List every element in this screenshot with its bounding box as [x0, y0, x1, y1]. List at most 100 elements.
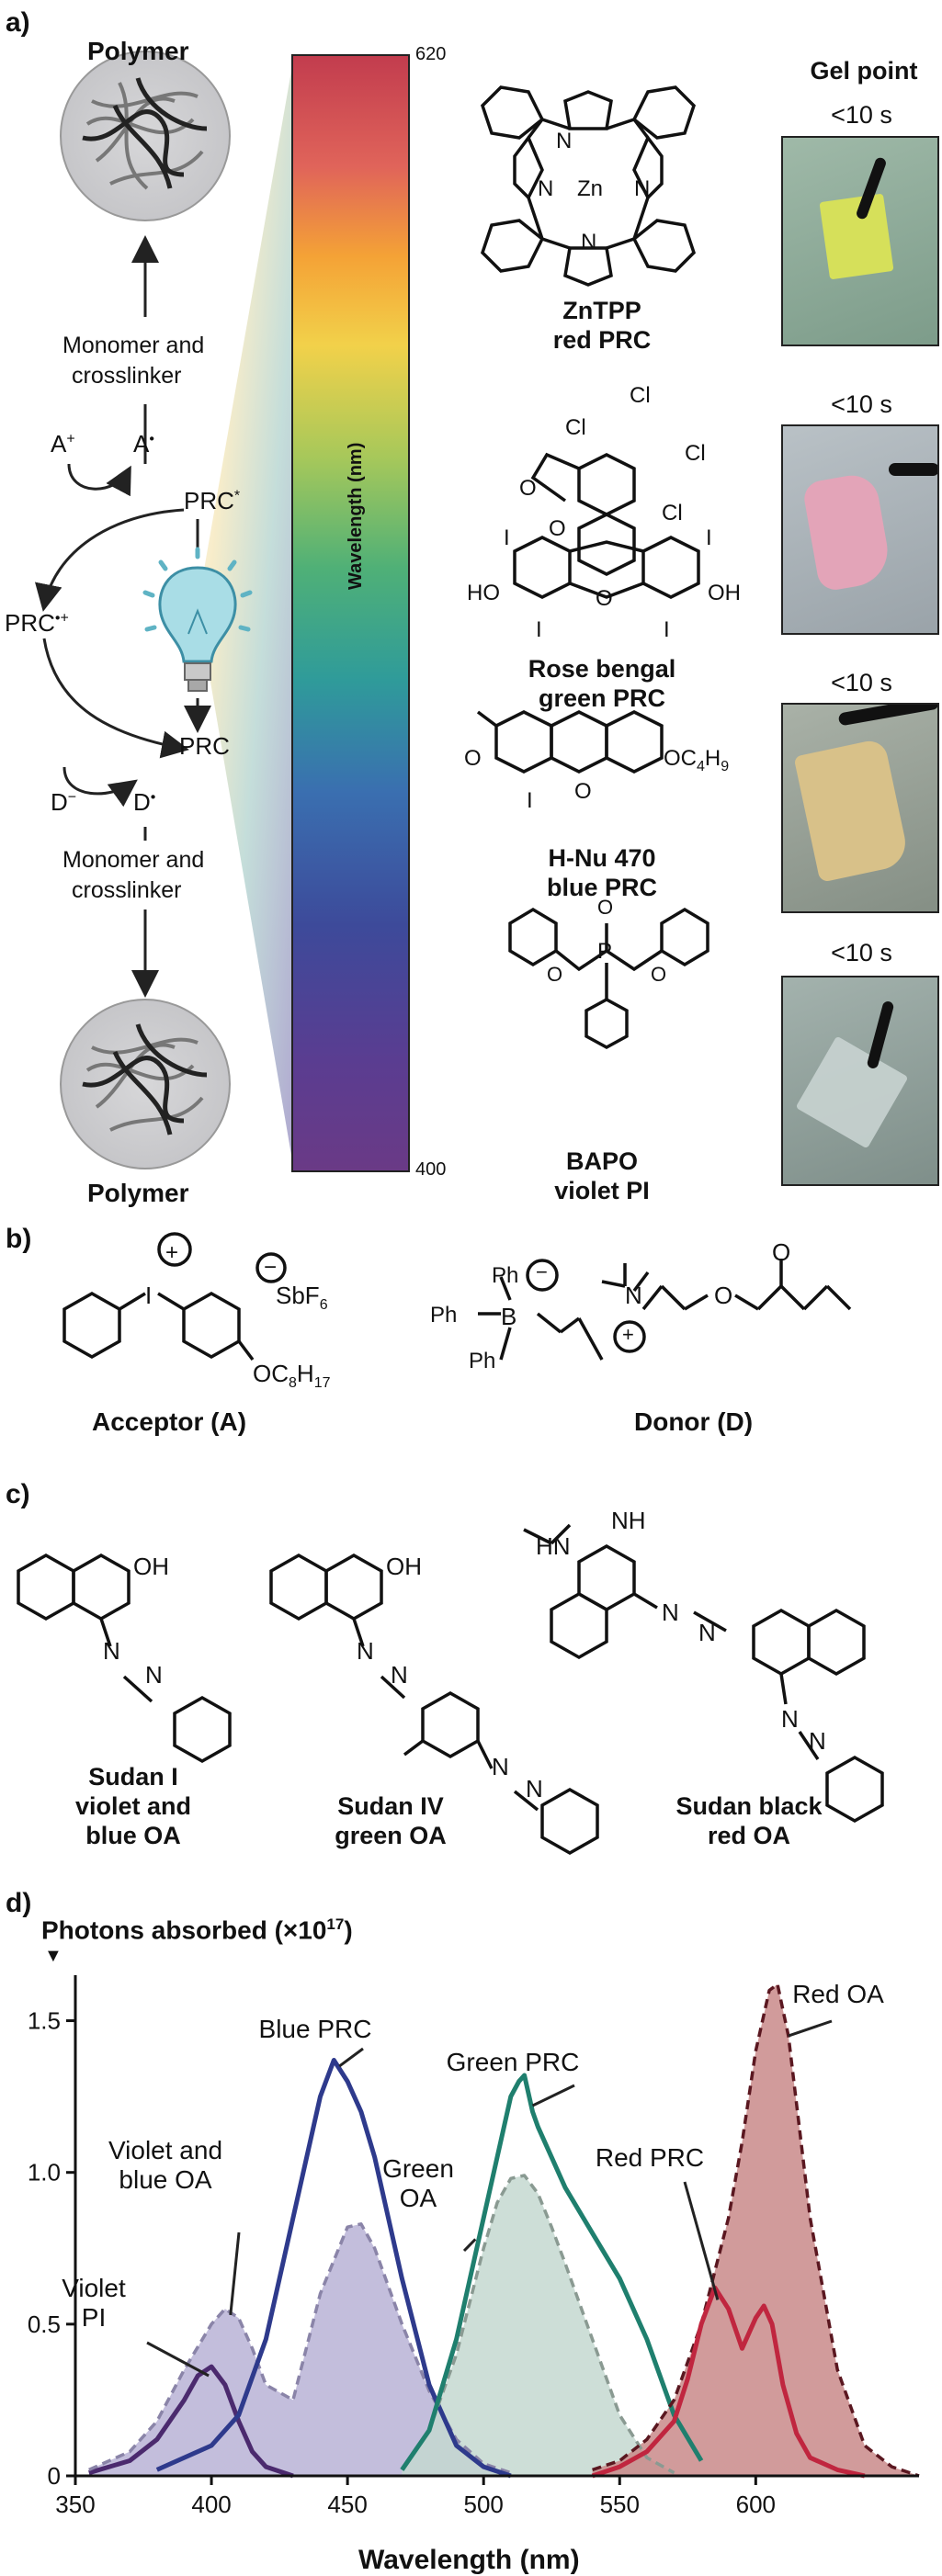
hnu-i: I	[527, 788, 533, 813]
donor-ph-left: Ph	[430, 1303, 458, 1328]
monomer-bottom-line1: Monomer and	[62, 847, 205, 873]
annotation-label: Green	[382, 2154, 454, 2183]
zntpp-n-top: N	[556, 129, 573, 153]
series-line-green-prc	[400, 2073, 704, 2471]
sudanb-n3: N	[781, 1705, 799, 1733]
donor-o-ester: O	[714, 1282, 733, 1309]
y-tick-label: 1.0	[28, 2159, 61, 2186]
rb-ho: HO	[467, 581, 500, 605]
panel-a-label: a)	[6, 7, 30, 38]
series-line-green-oa	[400, 2174, 675, 2475]
donor-plus-circle	[613, 1320, 646, 1353]
y-axis-arrow-icon: ▼	[44, 1946, 62, 1966]
annotation-label: OA	[400, 2184, 437, 2212]
sudanb-n4: N	[809, 1727, 826, 1755]
prc-ground-label: PRC	[179, 732, 230, 760]
x-tick-label: 600	[736, 2491, 776, 2518]
sudanb-n2: N	[698, 1619, 716, 1646]
chart-y-axis-title: Photons absorbed (×1017)	[41, 1915, 353, 1945]
series-line-blue-prc	[155, 2058, 512, 2479]
bapo-structure	[508, 907, 709, 1049]
panel-b-structures	[62, 1232, 852, 1361]
donor-minus: −	[536, 1260, 548, 1283]
polymer-ball-bottom	[60, 999, 231, 1169]
panel-c-structures	[17, 1523, 884, 1856]
zntpp-structure	[480, 85, 697, 287]
spectrum-top-value: 620	[415, 44, 447, 64]
rb-oh: OH	[708, 581, 741, 605]
rb-i-2: I	[706, 525, 712, 550]
rb-cl-1: Cl	[630, 383, 651, 408]
sudan4-n4: N	[526, 1775, 543, 1802]
donor-n: N	[625, 1282, 642, 1309]
donor-ph-top: Ph	[492, 1263, 519, 1288]
prc-cation-label: PRC•+	[5, 609, 69, 637]
rb-i-4: I	[664, 617, 670, 642]
sudan4-n2: N	[391, 1661, 408, 1689]
sudan4-n3: N	[492, 1753, 509, 1780]
acceptor-minus-circle	[255, 1252, 287, 1283]
acceptor-minus: −	[264, 1255, 278, 1280]
hnu470-structure	[476, 710, 664, 774]
annotation-label: Green PRC	[447, 2048, 580, 2076]
prc-excited-label: PRC*	[184, 487, 241, 514]
sudan4-n1: N	[357, 1637, 374, 1665]
donor-minus-circle	[526, 1259, 559, 1292]
d-radical-label: D•	[133, 788, 156, 816]
monomer-bottom-line2: crosslinker	[72, 877, 182, 903]
hnu-o-ring: O	[574, 779, 592, 804]
x-tick-label: 450	[327, 2491, 367, 2518]
annotation-label: Violet and	[108, 2136, 222, 2164]
annotation-pointer	[462, 2238, 477, 2253]
sudan4-oh: OH	[386, 1553, 422, 1580]
rb-cl-4: Cl	[662, 501, 683, 525]
bapo-o-left: O	[547, 963, 563, 986]
donor-o-carbonyl: O	[772, 1238, 791, 1266]
rb-i-1: I	[504, 525, 510, 550]
a-radical-label: A•	[133, 430, 154, 458]
gel-time-4: <10 s	[831, 939, 892, 966]
annotation-label: Violet	[62, 2274, 126, 2302]
sudanb-n1: N	[662, 1599, 679, 1626]
sudan1-n2: N	[145, 1661, 163, 1689]
sudanb-nh: NH	[611, 1507, 646, 1534]
donor-ph-bottom: Ph	[469, 1349, 496, 1373]
annotation-label: PI	[82, 2303, 106, 2332]
acceptor-oc8h17: OC8H17	[253, 1360, 331, 1392]
panel-d-label: d)	[6, 1888, 32, 1918]
annotation-label: Red OA	[792, 1980, 884, 2008]
annotation-pointer	[338, 2047, 364, 2068]
series-area-green-oa	[402, 2175, 675, 2476]
x-tick-label: 350	[55, 2491, 95, 2518]
gel-photo-red	[781, 136, 939, 346]
annotation-label: blue OA	[119, 2165, 211, 2194]
bapo-o-top: O	[597, 896, 614, 919]
gel-time-2: <10 s	[831, 390, 892, 418]
series-line-red-oa	[592, 1983, 920, 2478]
wavelength-spectrum-bar	[291, 54, 410, 1172]
gel-point-header: Gel point	[810, 57, 918, 85]
panel-a-svg	[35, 51, 709, 1172]
y-tick-label: 0.5	[28, 2310, 61, 2338]
x-tick-label: 400	[191, 2491, 231, 2518]
monomer-top-line1: Monomer and	[62, 333, 205, 358]
zntpp-n-left: N	[538, 176, 554, 201]
rb-o-ring: O	[596, 586, 613, 611]
polymer-ball-top	[60, 51, 231, 221]
series-line-violet-pi	[88, 2364, 294, 2479]
gel-photo-blue	[781, 703, 939, 913]
donor-label: Donor (D)	[634, 1407, 754, 1436]
acceptor-label: Acceptor (A)	[92, 1407, 247, 1436]
acceptor-plus-circle	[157, 1232, 192, 1267]
y-tick-label: 0	[48, 2462, 61, 2490]
donor-plus: +	[622, 1323, 634, 1346]
monomer-top-line2: crosslinker	[72, 363, 182, 389]
acceptor-sbf6: SbF6	[276, 1282, 328, 1314]
